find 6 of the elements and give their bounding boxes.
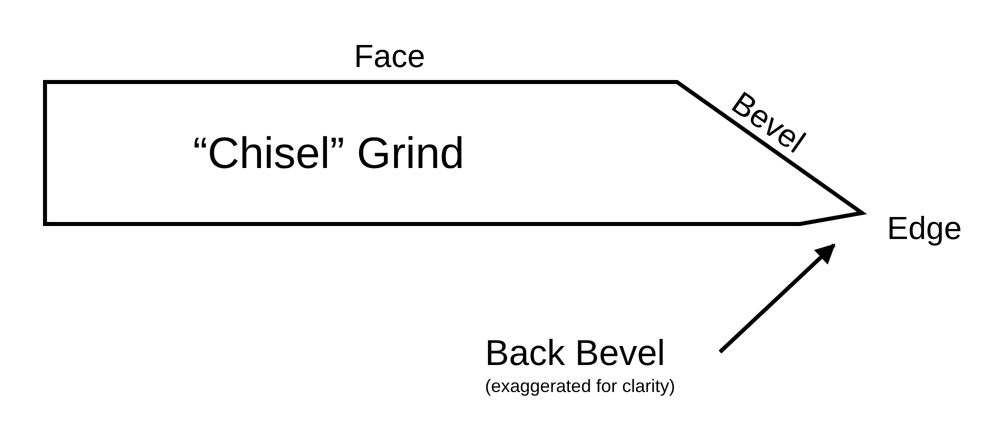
blade-label: “Chisel” Grind [193,132,464,176]
part-label: Face [354,40,426,72]
arrow [718,244,836,354]
part-label: Edge [887,212,962,244]
note-text: (exaggerated for clarity) [485,377,676,395]
part-label: Back Bevel [485,335,666,371]
